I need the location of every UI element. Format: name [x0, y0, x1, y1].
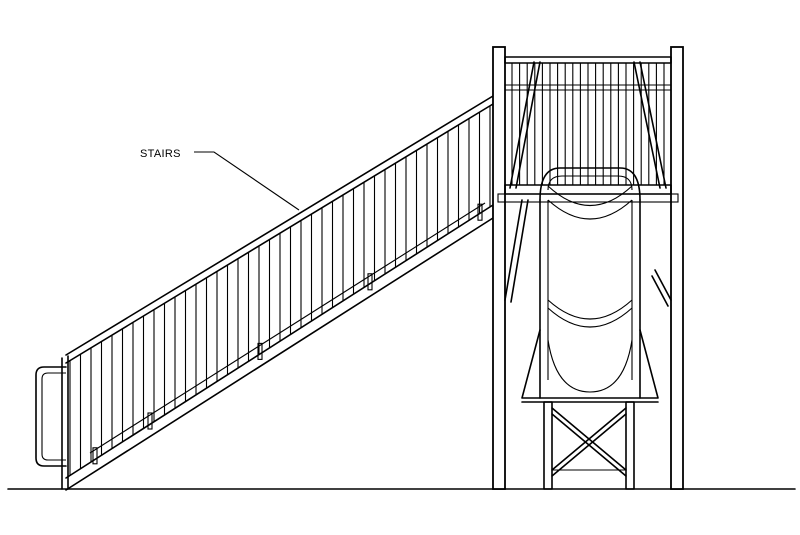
stair-balusters [69, 105, 491, 476]
grab-rail-bracket [367, 273, 373, 291]
stair-stringer-top [65, 204, 494, 479]
grab-rail-bracket [92, 447, 98, 465]
slide [521, 167, 659, 490]
slide-section-curve-2 [547, 199, 633, 220]
slide-entry-curve [539, 167, 641, 201]
slide-tower [492, 46, 684, 490]
stairs-callout-label: STAIRS [140, 148, 181, 160]
tower-post-left [492, 46, 506, 490]
slide-support-leg-left [543, 401, 553, 490]
tower-platform-balusters [511, 63, 665, 185]
stair-handrail-top [65, 95, 494, 356]
tower-post-right [670, 46, 684, 490]
tower-deck-lip [497, 193, 679, 203]
slide-support-leg-right [625, 401, 635, 490]
slide-section-curve-3 [547, 299, 633, 320]
slide-entry-frame-right [633, 61, 661, 189]
slide-entry-frame-right-2 [639, 61, 667, 189]
tower-top-rail [504, 56, 672, 64]
slide-support-cross-2b [551, 413, 627, 477]
slide-support-cross-2 [551, 407, 627, 471]
stairs-callout-leader [194, 151, 300, 211]
stair-bottom-return-rail [35, 366, 67, 467]
stair-bottom-return-rail-inner [41, 372, 66, 461]
stairs-callout: STAIRS [140, 148, 300, 211]
slide-outlet-flare [521, 329, 659, 399]
stairs [35, 95, 494, 491]
grab-rail-bracket [147, 412, 153, 430]
stair-stringer-bottom [65, 217, 494, 491]
tower-brace-right-2 [651, 275, 669, 307]
grab-rail-brackets [92, 203, 483, 465]
slide-section-curve-4 [547, 307, 633, 328]
tower-brace-left-2 [510, 199, 529, 303]
slide-entry-frame-left [515, 61, 541, 189]
slide-entry-frame-left-2 [509, 61, 535, 189]
grab-rail-bracket [257, 342, 263, 360]
tower-deck [504, 184, 672, 195]
slide-entry-curve-inner [547, 175, 633, 191]
slide-outlet-inner [547, 339, 633, 393]
stair-grab-rail [89, 202, 486, 454]
tower-brace-right [654, 269, 672, 301]
grab-rail-bracket [477, 203, 483, 221]
slide-section-curve-1 [547, 185, 633, 206]
tower-brace-left [504, 199, 523, 301]
